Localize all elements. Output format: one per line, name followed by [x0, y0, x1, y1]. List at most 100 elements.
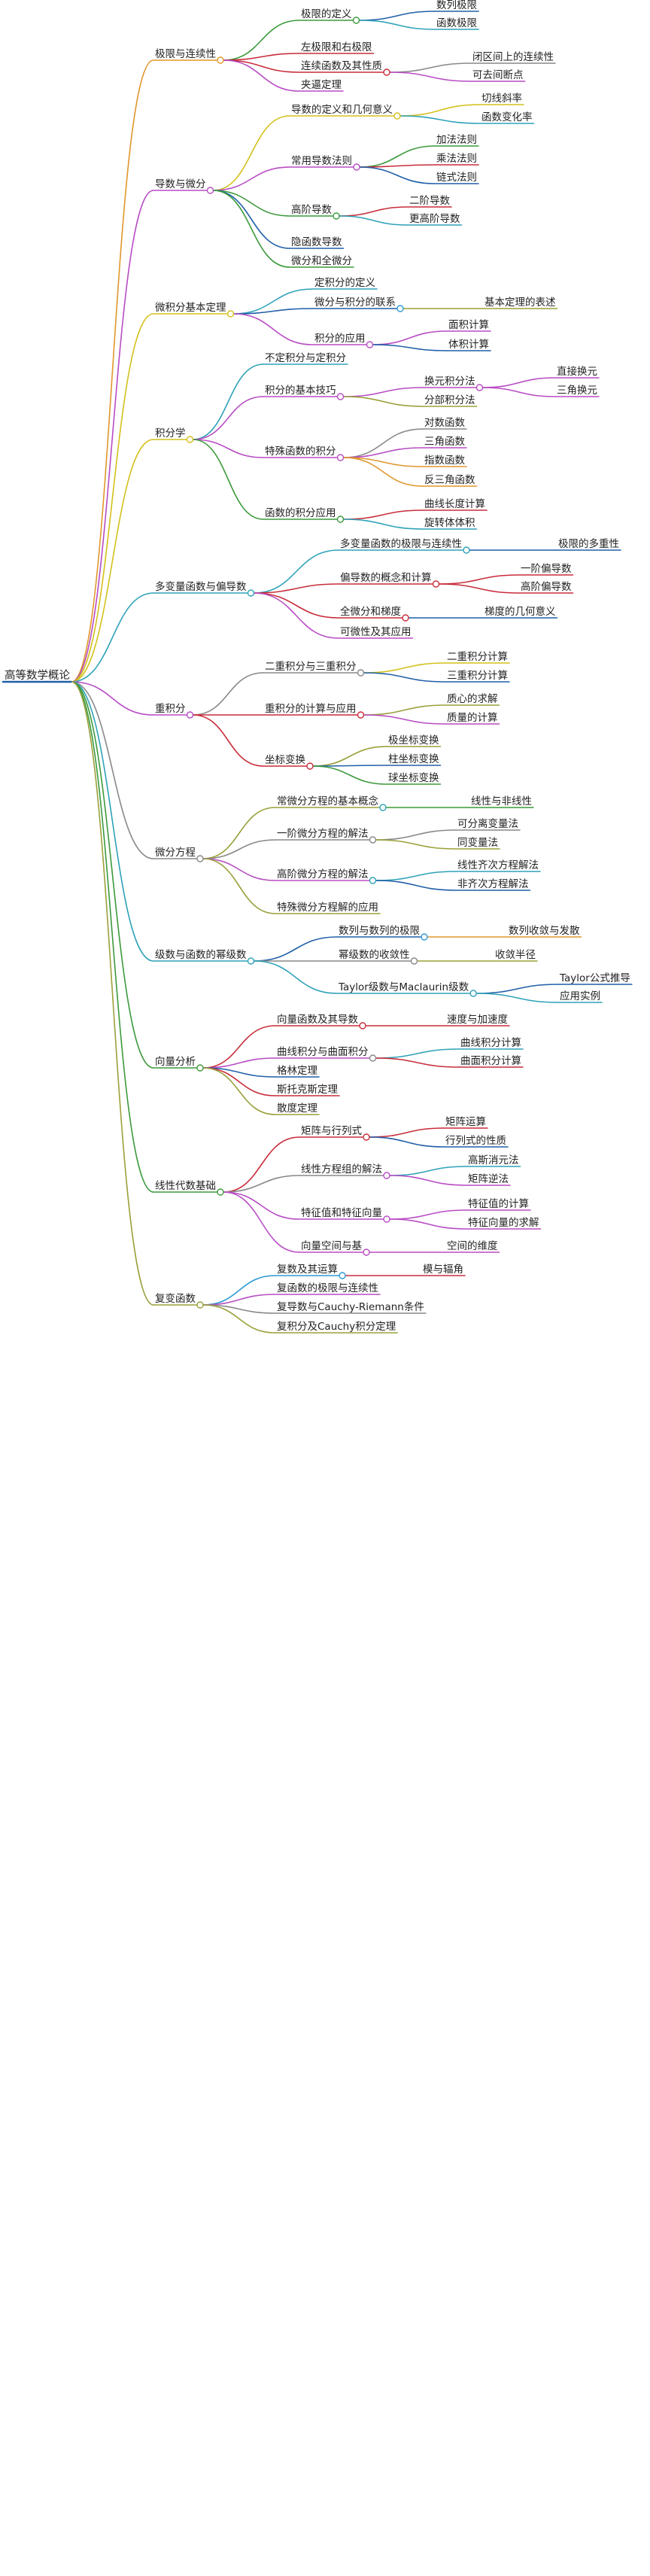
collapse-toggle-icon[interactable] [353, 163, 360, 171]
edge [476, 984, 559, 994]
edge [375, 880, 457, 891]
edge [233, 288, 314, 315]
node-label: 多变量函数与偏导数 [155, 580, 247, 593]
node-label: 高斯消元法 [468, 1154, 519, 1166]
edge [375, 829, 457, 841]
node-label: 旋转体体积 [424, 517, 475, 529]
collapse-toggle-icon[interactable] [357, 711, 365, 719]
edge [359, 166, 436, 184]
collapse-toggle-icon[interactable] [226, 310, 235, 318]
collapse-toggle-icon[interactable] [186, 436, 194, 443]
node-label: 积分的基本技巧 [265, 384, 336, 397]
collapse-toggle-icon[interactable] [196, 855, 204, 862]
edge [343, 509, 424, 520]
collapse-toggle-icon[interactable] [352, 17, 360, 24]
collapse-toggle-icon[interactable] [469, 990, 477, 997]
node-label: 积分的应用 [314, 332, 366, 345]
collapse-toggle-icon[interactable] [306, 762, 314, 770]
collapse-toggle-icon[interactable] [339, 1272, 346, 1279]
collapse-toggle-icon[interactable] [217, 56, 224, 64]
collapse-toggle-icon[interactable] [369, 1054, 377, 1062]
collapse-toggle-icon[interactable] [196, 1064, 204, 1072]
node-label: 模与辐角 [423, 1264, 463, 1276]
node-label: 格林定理 [277, 1065, 317, 1077]
node-label: 连续函数及其性质 [301, 60, 382, 72]
node-label: 隐函数导数 [291, 236, 342, 248]
node-label: 曲线积分计算 [460, 1037, 521, 1049]
edge [213, 115, 290, 191]
collapse-toggle-icon[interactable] [186, 711, 194, 719]
collapse-toggle-icon[interactable] [383, 1172, 390, 1179]
node-label: 特殊微分方程解的应用 [277, 901, 378, 914]
root-node-label: 高等数学概论 [5, 668, 70, 682]
edge [202, 1057, 276, 1069]
node-label: 速度与加速度 [447, 1014, 508, 1026]
edge [372, 330, 448, 345]
collapse-toggle-icon[interactable] [363, 1248, 370, 1256]
collapse-toggle-icon[interactable] [410, 957, 418, 965]
collapse-toggle-icon[interactable] [432, 580, 440, 588]
collapse-toggle-icon[interactable] [369, 877, 377, 884]
node-label: 换元积分法 [424, 376, 475, 388]
node-label: 微分与积分的联系 [314, 297, 396, 309]
collapse-toggle-icon[interactable] [336, 454, 345, 461]
edge [202, 807, 276, 859]
collapse-toggle-icon[interactable] [206, 187, 214, 194]
edge [254, 960, 338, 994]
edge [363, 714, 446, 725]
collapse-toggle-icon[interactable] [333, 212, 340, 220]
node-label: 微积分基本定理 [155, 301, 226, 314]
node-label: 二阶导数 [409, 195, 450, 207]
node-label: 夹逼定理 [301, 79, 342, 91]
collapse-toggle-icon[interactable] [421, 933, 428, 941]
node-label: 极坐标变换 [388, 734, 439, 747]
edge [202, 858, 276, 914]
edge [71, 681, 154, 1193]
node-label: 数列与数列的极限 [339, 925, 420, 937]
collapse-toggle-icon[interactable] [247, 589, 255, 597]
edge [399, 104, 481, 117]
collapse-toggle-icon[interactable] [336, 516, 345, 523]
edge [482, 377, 556, 388]
collapse-toggle-icon[interactable] [383, 1215, 390, 1223]
edge [71, 681, 154, 1069]
collapse-toggle-icon[interactable] [402, 614, 409, 622]
collapse-toggle-icon[interactable] [369, 836, 377, 844]
collapse-toggle-icon[interactable] [379, 804, 387, 811]
collapse-toggle-icon[interactable] [359, 1022, 366, 1029]
collapse-toggle-icon[interactable] [357, 669, 365, 677]
node-label: 重积分的计算与应用 [265, 702, 357, 715]
collapse-toggle-icon[interactable] [383, 68, 390, 76]
edge [375, 839, 457, 850]
node-label: 高阶微分方程的解法 [277, 868, 369, 880]
collapse-toggle-icon[interactable] [475, 384, 484, 391]
node-label: 微分和全微分 [291, 254, 352, 267]
edge [71, 681, 154, 962]
edge [359, 20, 436, 30]
edge [343, 457, 424, 487]
collapse-toggle-icon[interactable] [396, 305, 404, 312]
collapse-toggle-icon[interactable] [363, 1133, 370, 1141]
edge [213, 190, 290, 217]
collapse-toggle-icon[interactable] [247, 957, 255, 965]
node-label: 可微性及其应用 [340, 625, 412, 638]
node-label: 全微分和梯度 [340, 605, 401, 618]
node-label: 加法法则 [436, 134, 477, 146]
collapse-toggle-icon[interactable] [217, 1188, 224, 1196]
edge [343, 519, 424, 530]
collapse-toggle-icon[interactable] [366, 341, 374, 348]
collapse-toggle-icon[interactable] [196, 1301, 204, 1309]
node-label: 应用实例 [560, 990, 600, 1002]
collapse-toggle-icon[interactable] [463, 546, 470, 554]
node-label: 特殊函数的积分 [265, 446, 336, 458]
edge [202, 1067, 276, 1115]
edge [254, 549, 339, 594]
node-label: 特征向量的求解 [468, 1217, 539, 1229]
collapse-toggle-icon[interactable] [393, 112, 401, 120]
edge [363, 672, 446, 683]
collapse-toggle-icon[interactable] [336, 393, 345, 400]
node-label: 更高阶导数 [409, 212, 460, 225]
node-label: 数列极限 [436, 0, 477, 11]
node-label: Taylor公式推导 [559, 972, 630, 984]
